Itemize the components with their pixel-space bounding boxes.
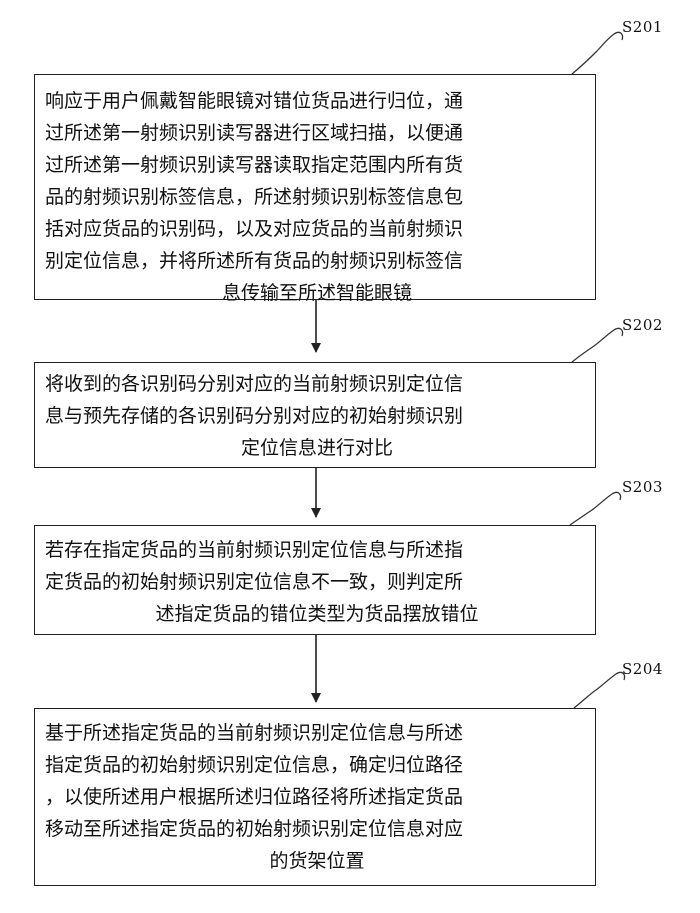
step-text-s204: 基于所述指定货品的当前射频识别定位信息与所述 指定货品的初始射频识别定位信息，确… — [35, 709, 595, 877]
step-line: 息与预先存储的各识别码分别对应的初始射频识别 — [45, 400, 589, 432]
step-box-s203: 若存在指定货品的当前射频识别定位信息与所述指 定货品的初始射频识别定位信息不一致… — [34, 525, 596, 635]
leader-s203 — [570, 492, 621, 525]
step-line: 的货架位置 — [45, 845, 589, 877]
step-line: 移动至所述指定货品的初始射频识别定位信息对应 — [45, 813, 589, 845]
step-line: 定货品的初始射频识别定位信息不一致，则判定所 — [45, 566, 589, 598]
step-text-s201: 响应于用户佩戴智能眼镜对错位货品进行归位，通 过所述第一射频识别读写器进行区域扫… — [35, 75, 595, 309]
step-box-s202: 将收到的各识别码分别对应的当前射频识别定位信 息与预先存储的各识别码分别对应的初… — [34, 362, 596, 468]
step-line: 述指定货品的错位类型为货品摆放错位 — [45, 598, 589, 630]
step-id-s204: S204 — [622, 660, 663, 678]
step-line: 定位信息进行对比 — [45, 432, 589, 464]
step-text-s202: 将收到的各识别码分别对应的当前射频识别定位信 息与预先存储的各识别码分别对应的初… — [35, 363, 595, 464]
step-line: 基于所述指定货品的当前射频识别定位信息与所述 — [45, 717, 589, 749]
step-line: 响应于用户佩戴智能眼镜对错位货品进行归位，通 — [45, 85, 589, 117]
step-line: 将收到的各识别码分别对应的当前射频识别定位信 — [45, 368, 589, 400]
leader-s202 — [572, 328, 623, 362]
step-line: 括对应货品的识别码，以及对应货品的当前射频识 — [45, 213, 589, 245]
step-line: 品的射频识别标签信息，所述射频识别标签信息包 — [45, 181, 589, 213]
step-line: ，以使所述用户根据所述归位路径将所述指定货品 — [45, 781, 589, 813]
step-box-s201: 响应于用户佩戴智能眼镜对错位货品进行归位，通 过所述第一射频识别读写器进行区域扫… — [34, 74, 596, 300]
step-text-s203: 若存在指定货品的当前射频识别定位信息与所述指 定货品的初始射频识别定位信息不一致… — [35, 526, 595, 630]
step-line: 过所述第一射频识别读写器进行区域扫描，以便通 — [45, 117, 589, 149]
step-line: 若存在指定货品的当前射频识别定位信息与所述指 — [45, 534, 589, 566]
step-line: 别定位信息，并将所述所有货品的射频识别标签信 — [45, 245, 589, 277]
step-line: 息传输至所述智能眼镜 — [45, 277, 589, 309]
leader-s204 — [574, 672, 625, 708]
step-box-s204: 基于所述指定货品的当前射频识别定位信息与所述 指定货品的初始射频识别定位信息，确… — [34, 708, 596, 886]
step-line: 指定货品的初始射频识别定位信息，确定归位路径 — [45, 749, 589, 781]
step-line: 过所述第一射频识别读写器读取指定范围内所有货 — [45, 149, 589, 181]
step-id-s203: S203 — [622, 478, 663, 496]
leader-s201 — [572, 32, 623, 74]
step-id-s202: S202 — [622, 316, 663, 334]
step-id-s201: S201 — [622, 18, 663, 36]
